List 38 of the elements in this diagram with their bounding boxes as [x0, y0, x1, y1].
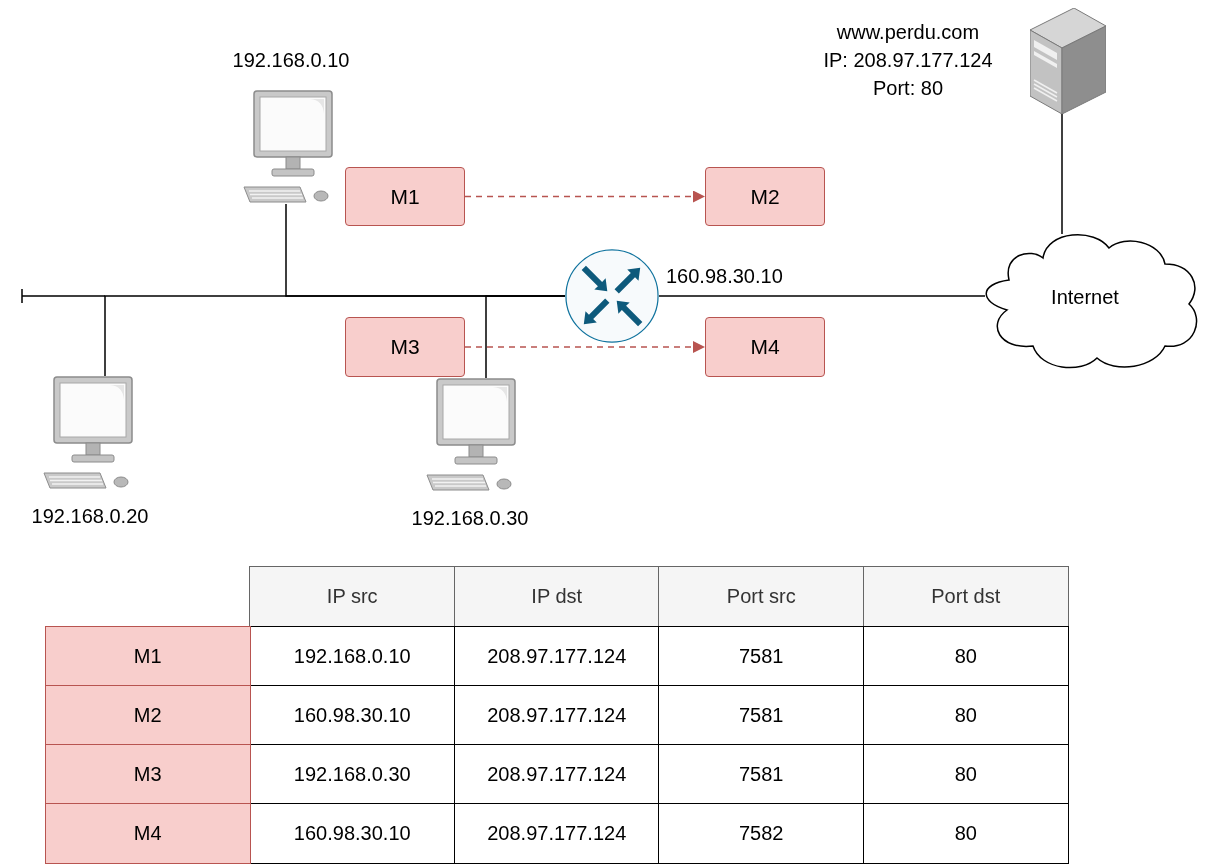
- ip-address-label: 192.168.0.20: [31, 504, 149, 528]
- message-box: M3: [345, 317, 465, 377]
- table-cell: 208.97.177.124: [454, 803, 660, 864]
- ip-address-label: 192.168.0.10: [232, 48, 350, 72]
- table-cell: 208.97.177.124: [454, 626, 660, 687]
- table-cell: 208.97.177.124: [454, 744, 660, 805]
- connection-line: [1061, 113, 1063, 235]
- connection-line: [485, 295, 566, 379]
- column-header-cell: IP dst: [454, 566, 660, 628]
- row-header-cell: M3: [45, 744, 251, 805]
- ip-address-label: IP: 208.97.177.124: [823, 48, 993, 72]
- table-cell: 7581: [658, 744, 865, 805]
- column-header-cell: Port dst: [863, 566, 1069, 628]
- dashed-arrow: [464, 190, 706, 203]
- message-box: M1: [345, 167, 465, 226]
- column-header-cell: IP src: [249, 566, 456, 628]
- table-cell: 80: [863, 803, 1069, 864]
- ip-address-label: 192.168.0.30: [411, 506, 529, 530]
- dashed-arrow: [464, 341, 706, 353]
- message-box: M4: [705, 317, 825, 377]
- ip-address-label: 160.98.30.10: [666, 264, 783, 288]
- table-cell: 80: [863, 626, 1069, 687]
- table-cell: 208.97.177.124: [454, 685, 660, 746]
- table-cell: 80: [863, 744, 1069, 805]
- row-header-cell: M2: [45, 685, 251, 746]
- column-header-cell: Port src: [658, 566, 865, 628]
- hostname-label: www.perdu.com: [836, 20, 980, 44]
- port-label: Port: 80: [873, 76, 943, 100]
- table-cell: 160.98.30.10: [249, 803, 456, 864]
- table-cell: 7581: [658, 626, 865, 687]
- row-header-cell: M1: [45, 626, 251, 687]
- table-cell: 7582: [658, 803, 865, 864]
- row-header-cell: M4: [45, 803, 251, 864]
- connection-line: [658, 295, 986, 297]
- message-box: M2: [705, 167, 825, 226]
- table-cell: 7581: [658, 685, 865, 746]
- table-cell: 80: [863, 685, 1069, 746]
- router-icon: [565, 249, 659, 343]
